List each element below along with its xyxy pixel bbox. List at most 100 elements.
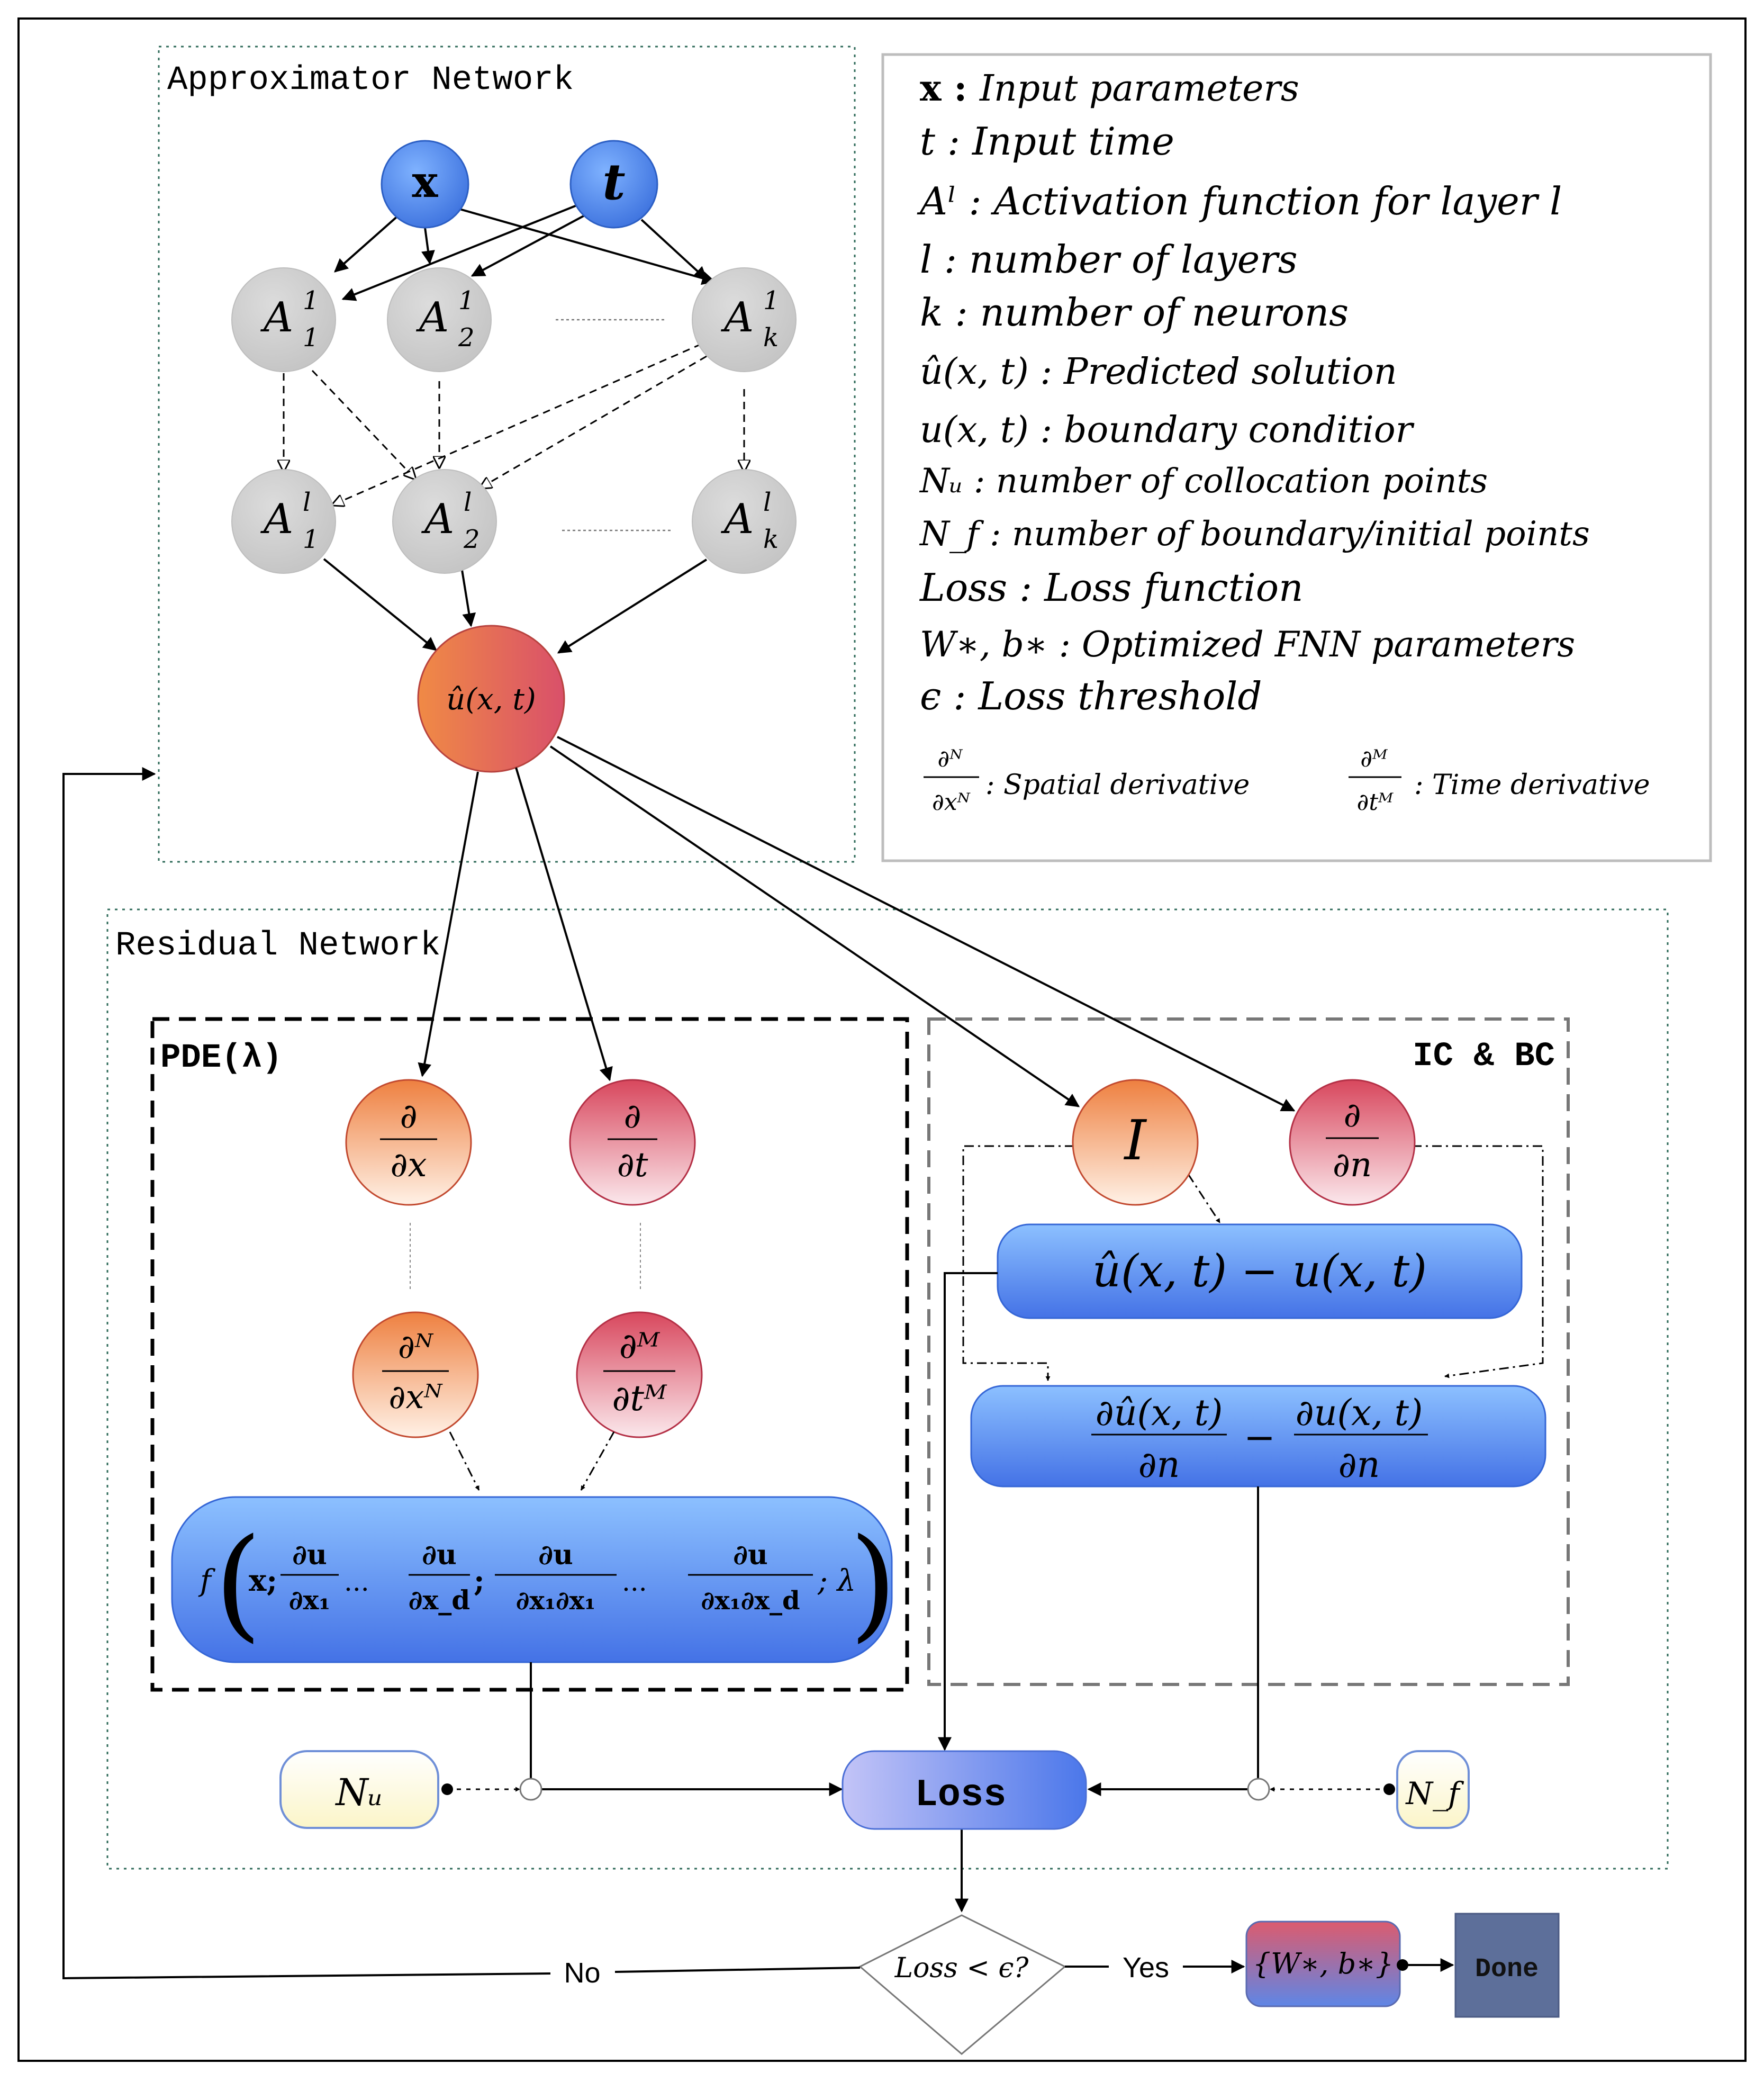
pde-function-bar: f ( x; ∂u ∂x₁ ... ∂u ∂x_d ; ∂u ∂x₁∂x₁ ..… [171, 1496, 897, 1663]
input-node-x: x [381, 140, 469, 229]
legend-symbol: W∗, b∗ : [920, 624, 1082, 665]
neuron-sub: 1 [303, 323, 319, 353]
f-frac4-num: ∂u [733, 1539, 768, 1571]
f-frac2-num: ∂u [422, 1539, 457, 1571]
decision-condition: Loss < ϵ? [894, 1952, 1029, 1984]
legend-item: u(x, t) : boundary conditior [920, 409, 1415, 451]
legend-symbol: û(x, t) : [920, 351, 1064, 393]
dt-den: ∂t [617, 1146, 648, 1185]
icbc-box [927, 1017, 1570, 1686]
params-label: {W∗, b∗} [1253, 1947, 1394, 1980]
dxN-node: ∂ᴺ ∂xᴺ [352, 1311, 479, 1438]
legend-spatial-num: ∂ᴺ [938, 745, 964, 772]
pde-merge-edges [449, 1431, 615, 1491]
f-tail: ; λ [817, 1564, 856, 1598]
legend-item: l : number of layers [920, 237, 1298, 282]
input-t-label: t [602, 153, 625, 211]
ic-bar: û(x, t) − u(x, t) [997, 1223, 1523, 1319]
legend-item: Loss : Loss function [919, 565, 1303, 610]
nu-box: Nᵤ [279, 1750, 439, 1829]
legend-symbol: l : [920, 237, 969, 282]
input-x-label: x [412, 157, 439, 208]
legend-box [881, 53, 1712, 862]
bc-num2: ∂u(x, t) [1296, 1392, 1423, 1434]
legend-time-num: ∂ᴹ [1360, 745, 1388, 772]
outer-frame [17, 17, 1747, 2062]
output-node: û(x, t) [417, 625, 565, 773]
legend-symbol: k : [920, 290, 980, 335]
legend-symbol: t : [920, 119, 972, 164]
f-ellipsis1: ... [344, 1566, 369, 1597]
nu-dot [441, 1783, 453, 1795]
identity-label: I [1123, 1108, 1147, 1173]
params-dot [1397, 1959, 1408, 1971]
legend-spatial-den: ∂xᴺ [932, 789, 971, 816]
pde-title: PDE(λ) [160, 1039, 282, 1077]
svg-text:;: ; [474, 1563, 485, 1598]
legend-spatial-desc: : Spatial derivative [985, 769, 1250, 801]
legend-time-desc: : Time derivative [1414, 769, 1650, 801]
dn-num: ∂ [1343, 1096, 1361, 1135]
legend-desc: number of boundary/initial points [1012, 515, 1590, 554]
f-frac2-den: ∂x_d [409, 1584, 470, 1616]
residual-title: Residual Network [115, 927, 441, 965]
f-frac3-den: ∂x₁∂x₁ [516, 1586, 596, 1616]
output-label: û(x, t) [446, 682, 536, 717]
legend-item: t : Input time [920, 119, 1174, 164]
input-edges [334, 203, 716, 301]
dx-num: ∂ [400, 1097, 417, 1136]
legend-item: Nᵤ : number of collocation points [919, 462, 1488, 501]
legend-symbol: Nᵤ : [919, 462, 996, 501]
input-node-t: t [569, 140, 658, 229]
f-paren-close: ) [849, 1513, 897, 1654]
nu-label: Nᵤ [334, 1771, 383, 1814]
dt-num: ∂ [623, 1097, 641, 1136]
legend-item: k : number of neurons [920, 290, 1349, 335]
dxN-den: ∂xᴺ [388, 1377, 443, 1416]
dtM-num: ∂ᴹ [619, 1326, 661, 1366]
bc-minus: − [1244, 1415, 1275, 1459]
legend-desc: Predicted solution [1063, 351, 1397, 393]
legend-desc: boundary conditior [1064, 409, 1415, 451]
legend-symbol: x : [920, 67, 980, 110]
legend-desc: Loss threshold [977, 674, 1262, 718]
decision-no: No [564, 1957, 600, 1989]
bc-den1: ∂n [1138, 1444, 1180, 1486]
bc-bar: ∂û(x, t) ∂n − ∂u(x, t) ∂n [970, 1385, 1546, 1488]
legend-time: ∂ᴹ ∂tᴹ : Time derivative [1349, 745, 1650, 816]
legend-symbol: Aˡ : [917, 179, 994, 223]
ic-expr: û(x, t) − u(x, t) [1092, 1245, 1427, 1297]
bc-num1: ∂û(x, t) [1096, 1392, 1223, 1434]
neuron-sub: k [763, 323, 779, 353]
f-frac4-den: ∂x₁∂x_d [701, 1586, 800, 1616]
legend-symbol: Loss : [919, 565, 1044, 610]
legend-item: ϵ : Loss threshold [920, 674, 1262, 718]
dt-node: ∂ ∂t [569, 1079, 696, 1206]
nf-junction [1247, 1778, 1270, 1801]
legend-desc: number of collocation points [996, 462, 1488, 501]
legend-symbol: N_f : [919, 515, 1012, 554]
hidden-edges [284, 343, 744, 505]
icbc-title: IC & BC [1413, 1038, 1555, 1076]
legend-spatial: ∂ᴺ ∂xᴺ : Spatial derivative [924, 745, 1250, 816]
neuron-sup: 1 [303, 286, 319, 316]
loss-label: Loss [915, 1773, 1007, 1817]
f-args: x; [249, 1563, 277, 1598]
neuron-label: A [416, 294, 449, 341]
legend-item: û(x, t) : Predicted solution [920, 351, 1397, 393]
nf-box: N_f [1396, 1750, 1470, 1829]
legend-item: x : Input parameters [920, 67, 1299, 110]
f-ellipsis2: ... [622, 1566, 647, 1597]
nf-dot [1383, 1783, 1395, 1795]
decision-yes: Yes [1123, 1952, 1169, 1984]
derivative-ellipsis [410, 1223, 641, 1292]
neuron-sub: 2 [463, 525, 480, 554]
identity-node: I [1072, 1079, 1199, 1206]
legend-desc: Input parameters [979, 68, 1299, 110]
f-paren-open: ( [214, 1513, 262, 1654]
